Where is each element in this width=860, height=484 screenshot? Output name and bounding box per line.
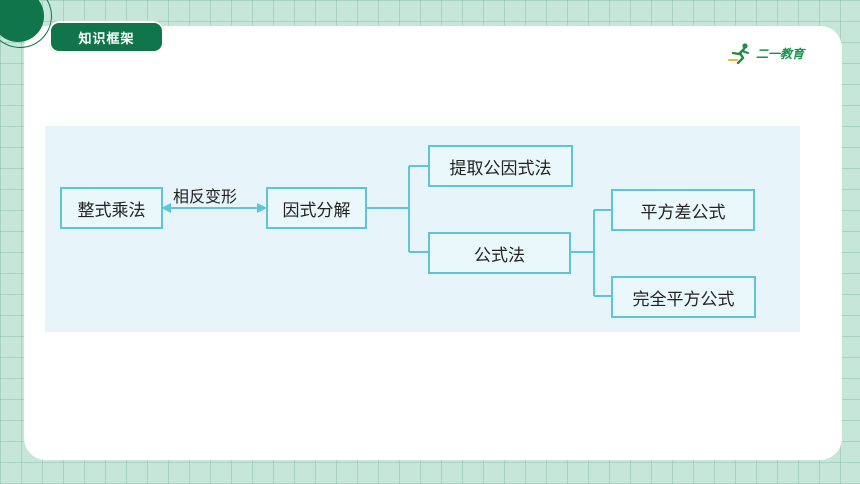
node-common-factor-method: 提取公因式法 bbox=[428, 145, 573, 187]
section-title-tag: 知识框架 bbox=[49, 21, 164, 53]
arrow-head-right bbox=[257, 203, 267, 213]
knowledge-diagram: 整式乘法 相反变形 因式分解 提取公因式法 公式法 平方差公式 完全平方公式 bbox=[45, 126, 800, 332]
node-perfect-square: 完全平方公式 bbox=[611, 276, 756, 318]
edge-label-inverse: 相反变形 bbox=[173, 187, 238, 206]
node-formula-method: 公式法 bbox=[428, 232, 571, 274]
connector-lines bbox=[161, 165, 611, 297]
node-factorization: 因式分解 bbox=[266, 187, 367, 229]
runner-icon bbox=[728, 43, 749, 64]
logo-text: 二一教育 bbox=[756, 46, 805, 61]
node-polynomial-multiplication: 整式乘法 bbox=[60, 187, 163, 229]
brand-logo: 二一教育 bbox=[727, 40, 804, 66]
arrow-head-left bbox=[161, 203, 171, 213]
node-difference-of-squares: 平方差公式 bbox=[611, 189, 755, 231]
